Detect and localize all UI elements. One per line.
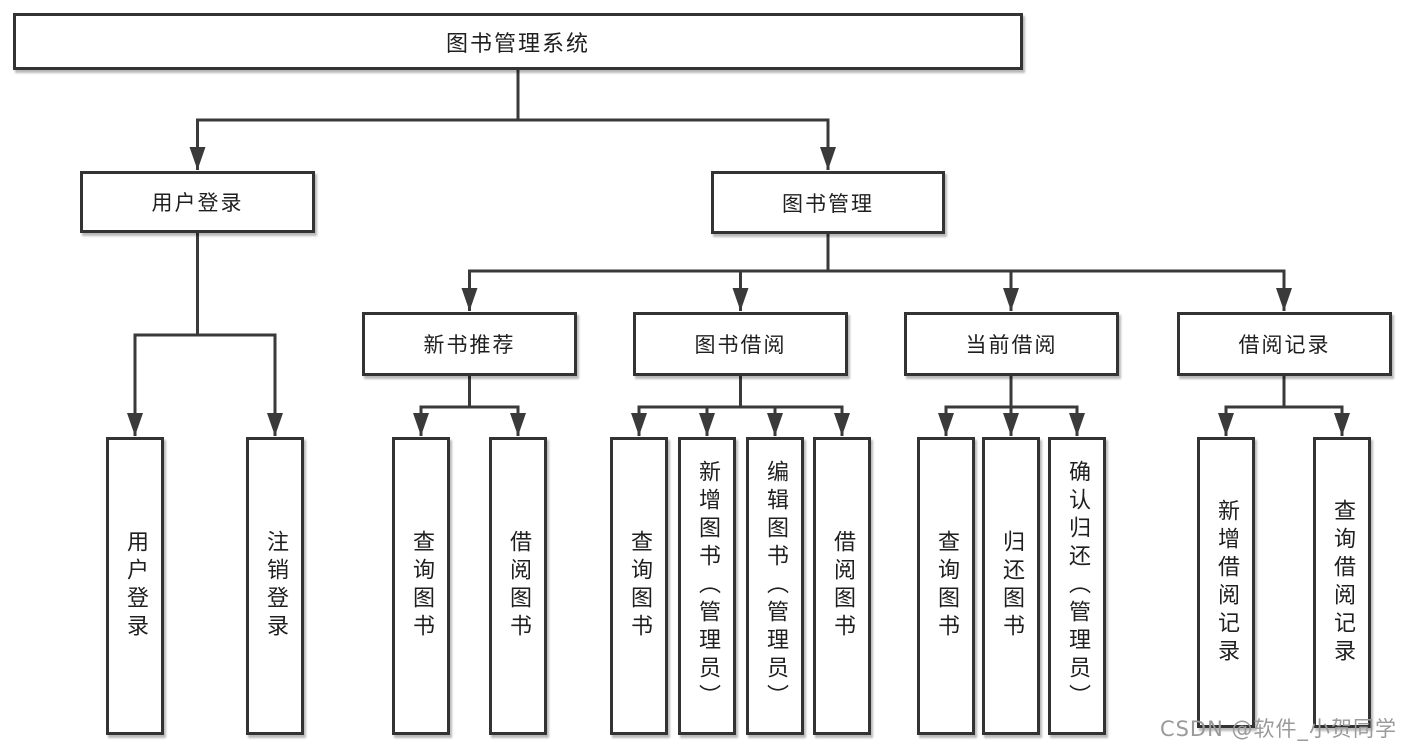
leaf-add-borrow-record: 新增借阅记录 xyxy=(1197,437,1255,728)
node-label: 用户登录 xyxy=(123,530,148,642)
leaf-logout-login: 注销登录 xyxy=(246,437,304,735)
node-label: 编辑图书（管理员） xyxy=(763,460,788,712)
node-label: 图书管理系统 xyxy=(445,31,590,57)
leaf-edit-books-admin: 编辑图书（管理员） xyxy=(746,437,804,735)
leaf-return-books: 归还图书 xyxy=(982,437,1040,735)
leaf-query-books-borrowing: 查询图书 xyxy=(610,437,668,735)
leaf-query-books-recommend: 查询图书 xyxy=(392,437,450,735)
node-label: 图书借阅 xyxy=(694,333,787,357)
edges-records-to-leaves xyxy=(1218,376,1350,436)
node-label: 新增图书（管理员） xyxy=(695,460,720,712)
node-label: 用户登录 xyxy=(151,191,244,215)
node-borrowing-records: 借阅记录 xyxy=(1177,312,1392,376)
leaf-user-login: 用户登录 xyxy=(106,437,164,735)
edges-borrowing-to-leaves xyxy=(631,376,850,436)
node-book-borrowing: 图书借阅 xyxy=(633,312,848,376)
node-label: 新增借阅记录 xyxy=(1214,498,1239,667)
node-library-management-system: 图书管理系统 xyxy=(13,13,1023,70)
leaf-borrow-books-recommend: 借阅图书 xyxy=(489,437,547,735)
node-book-management: 图书管理 xyxy=(711,171,945,234)
node-label: 确认归还（管理员） xyxy=(1065,460,1090,712)
leaf-confirm-return-admin: 确认归还（管理员） xyxy=(1048,437,1106,735)
node-user-login: 用户登录 xyxy=(80,171,315,233)
leaf-query-borrow-record: 查询借阅记录 xyxy=(1313,437,1371,728)
edges-bookmgmt-to-level2 xyxy=(461,234,1292,311)
edges-userlogin-to-leaves xyxy=(127,233,283,436)
node-new-book-recommendation: 新书推荐 xyxy=(362,312,577,376)
node-label: 查询借阅记录 xyxy=(1330,498,1355,667)
node-label: 图书管理 xyxy=(782,191,874,216)
edges-root-to-level1 xyxy=(189,70,836,170)
edges-current-to-leaves xyxy=(938,376,1085,436)
edges-recommend-to-leaves xyxy=(413,376,526,436)
node-label: 借阅记录 xyxy=(1238,333,1331,357)
node-label: 查询图书 xyxy=(627,530,652,642)
node-label: 归还图书 xyxy=(999,530,1024,642)
node-label: 借阅图书 xyxy=(506,530,531,642)
node-label: 新书推荐 xyxy=(423,333,516,357)
node-label: 注销登录 xyxy=(263,530,288,642)
leaf-borrow-books-borrowing: 借阅图书 xyxy=(813,437,871,735)
node-label: 查询图书 xyxy=(409,530,434,642)
node-label: 查询图书 xyxy=(934,530,959,642)
node-current-borrowing: 当前借阅 xyxy=(904,312,1119,376)
node-label: 当前借阅 xyxy=(965,333,1058,357)
leaf-add-books-admin: 新增图书（管理员） xyxy=(678,437,736,735)
node-label: 借阅图书 xyxy=(830,530,855,642)
watermark: CSDN @软件_小贺同学 xyxy=(1159,717,1397,741)
leaf-query-books-current: 查询图书 xyxy=(917,437,975,735)
